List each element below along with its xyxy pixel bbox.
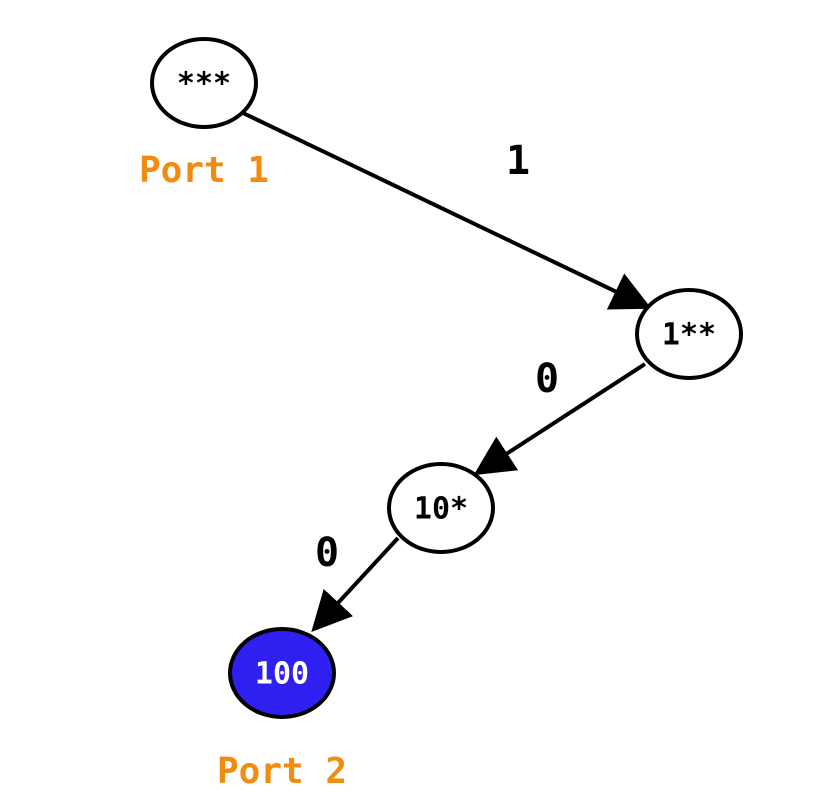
edge-label-0-second: 0 (315, 530, 339, 576)
edge-10x-to-100 (311, 536, 400, 632)
node-root: *** (150, 37, 258, 129)
node-1xx: 1** (635, 288, 743, 380)
port-1-label: Port 1 (139, 150, 269, 191)
node-label-root: *** (177, 67, 231, 102)
node-label-10x: 10* (414, 492, 468, 527)
node-100: 100 (228, 627, 336, 719)
edge-1xx-to-10x (473, 362, 647, 476)
port-2-label: Port 2 (217, 751, 347, 792)
node-label-1xx: 1** (662, 318, 716, 353)
node-label-100: 100 (255, 657, 309, 692)
edge-label-1: 1 (506, 138, 530, 184)
node-10x: 10* (387, 462, 495, 554)
edge-root-to-1xx (242, 111, 652, 310)
edge-label-0-first: 0 (535, 356, 559, 402)
